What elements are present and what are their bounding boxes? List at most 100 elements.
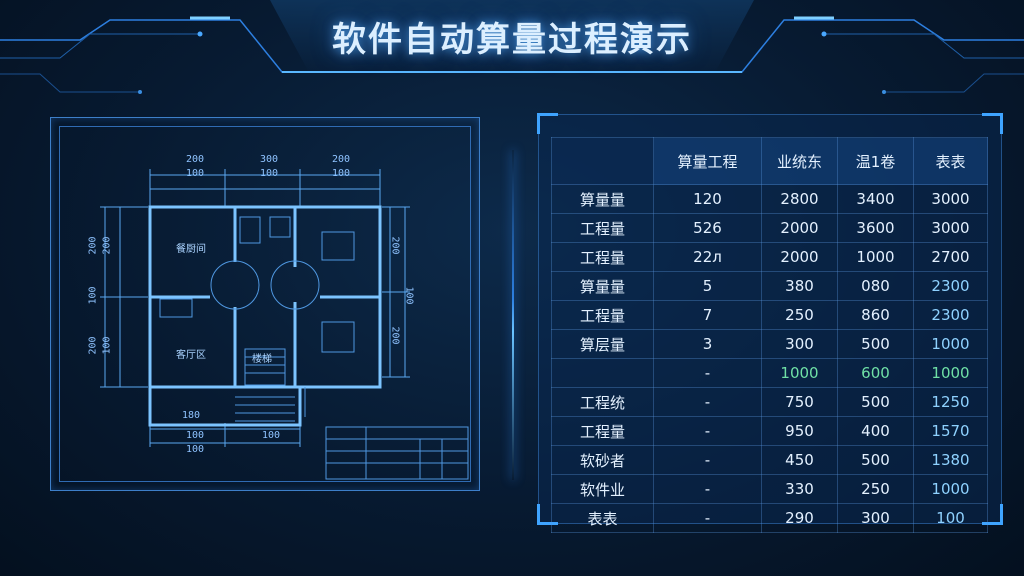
table-cell: 1000: [761, 358, 838, 388]
table-cell: 950: [761, 416, 838, 446]
table-cell: 500: [837, 387, 914, 417]
panel-corner-bl: [537, 504, 558, 525]
table-cell: 22л: [653, 242, 762, 272]
floor-plan-frame: [50, 117, 480, 491]
row-label: 工程量: [551, 242, 654, 272]
table-cell: 3000: [913, 213, 988, 243]
table-cell: 3000: [913, 184, 988, 214]
row-label: 工程量: [551, 300, 654, 330]
dim-left-3: 100: [87, 286, 99, 305]
table-cell: 1570: [913, 416, 988, 446]
row-label: 表表: [551, 503, 654, 533]
dim-left-2: 200: [101, 236, 113, 255]
header-cell-blank: [551, 137, 654, 185]
table-cell: 1000: [913, 474, 988, 504]
table-cell: 450: [761, 445, 838, 475]
table-cell: 750: [761, 387, 838, 417]
header-cell: 算量工程: [653, 137, 762, 185]
table-cell: 300: [837, 503, 914, 533]
stair-label: 楼梯: [252, 354, 272, 365]
header-band: [270, 0, 754, 72]
row-label: [551, 358, 654, 388]
dim-right-3: 100: [403, 286, 415, 305]
room-label-1: 餐厨间: [176, 244, 206, 255]
dim-top-inner-1: 100: [186, 168, 205, 179]
table-cell: 2800: [761, 184, 838, 214]
row-label: 工程量: [551, 416, 654, 446]
header-cell: 温1卷: [837, 137, 914, 185]
table-cell: 080: [837, 271, 914, 301]
table-cell: 2000: [761, 242, 838, 272]
table-cell: 600: [837, 358, 914, 388]
dim-left-1: 200: [87, 236, 99, 255]
table-cell: 1000: [837, 242, 914, 272]
row-label: 算量量: [551, 271, 654, 301]
table-cell: 5: [653, 271, 762, 301]
row-label: 工程量: [551, 213, 654, 243]
table-cell: 2700: [913, 242, 988, 272]
table-cell: -: [653, 387, 762, 417]
table-cell: -: [653, 358, 762, 388]
table-cell: 2300: [913, 271, 988, 301]
table-cell: 500: [837, 445, 914, 475]
table-cell: 100: [913, 503, 988, 533]
table-cell: 400: [837, 416, 914, 446]
row-label: 软件业: [551, 474, 654, 504]
table-cell: -: [653, 503, 762, 533]
table-cell: 380: [761, 271, 838, 301]
row-label: 工程统: [551, 387, 654, 417]
table-cell: 1000: [913, 358, 988, 388]
table-cell: 2000: [761, 213, 838, 243]
table-cell: 1250: [913, 387, 988, 417]
table-cell: 250: [837, 474, 914, 504]
header-cell: 表表: [913, 137, 988, 185]
dim-top-2: 300: [260, 154, 279, 165]
table-cell: 300: [761, 329, 838, 359]
table-cell: 3400: [837, 184, 914, 214]
table-cell: 290: [761, 503, 838, 533]
dim-bottom-3: 100: [186, 444, 205, 455]
table-cell: 526: [653, 213, 762, 243]
table-cell: 2300: [913, 300, 988, 330]
panel-corner-tr: [982, 113, 1003, 134]
dim-right-1: 200: [389, 236, 401, 255]
dim-top-inner-3: 100: [332, 168, 351, 179]
dim-right-2: 200: [389, 326, 401, 345]
table-cell: 250: [761, 300, 838, 330]
floor-plan-drawing: [100, 169, 469, 480]
table-cell: 500: [837, 329, 914, 359]
table-cell: -: [653, 416, 762, 446]
table-cell: 1000: [913, 329, 988, 359]
table-cell: 120: [653, 184, 762, 214]
dim-left-5: 100: [101, 336, 113, 355]
dim-bottom-2: 100: [262, 430, 281, 441]
dim-door: 180: [182, 410, 201, 421]
table-cell: 3600: [837, 213, 914, 243]
glow-divider: [512, 150, 514, 480]
table-cell: 1380: [913, 445, 988, 475]
row-label: 软砂者: [551, 445, 654, 475]
table-header-row: 算量工程 业统东 温1卷 表表: [551, 137, 988, 185]
dim-top-3: 200: [332, 154, 351, 165]
page-title: 软件自动算量过程演示: [332, 20, 692, 60]
table-cell: -: [653, 474, 762, 504]
panel-corner-br: [982, 504, 1003, 525]
table-cell: 3: [653, 329, 762, 359]
dim-top-1: 200: [186, 154, 205, 165]
table-cell: 7: [653, 300, 762, 330]
dim-left-4: 200: [87, 336, 99, 355]
table-cell: -: [653, 445, 762, 475]
dim-bottom-1: 100: [186, 430, 205, 441]
